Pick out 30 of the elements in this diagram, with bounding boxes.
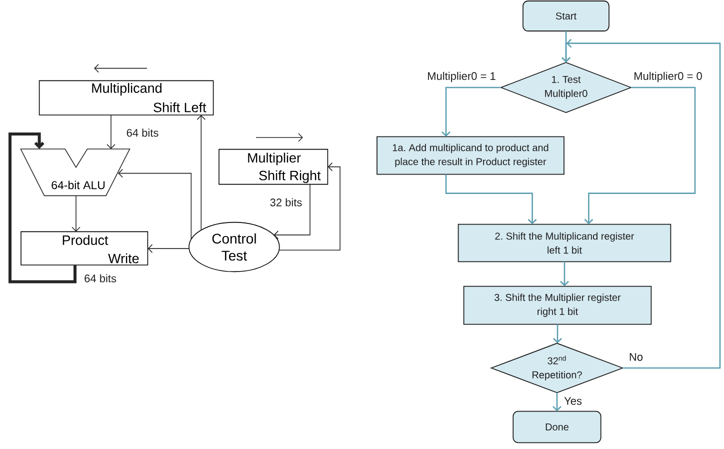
edge-label: No [628,352,644,362]
process-box: 3. Shift the Multiplier register right 1 bit [463,286,652,325]
arrow [72,195,80,232]
arrow [278,162,340,251]
arrow [562,38,721,369]
edge-label: 32 bits [268,197,304,208]
arrow [584,86,696,224]
arrow [148,244,190,253]
arrow [442,86,501,137]
terminal-box: Start [522,0,610,32]
process-box: 1a. Add multiplicand to product and place the result in Product register [376,136,564,175]
edge-label: Multiplier0 = 1 [426,70,497,84]
register-box: Multiplier Shift Right [218,148,328,185]
edge-label: 64 bits [83,273,118,284]
arrow [445,174,537,224]
arrow [196,115,206,231]
arrow [274,184,310,240]
edge-label: Yes [563,396,583,406]
process-box: 2. Shift the Multiplicand register left 1 bit [458,224,672,262]
arrow [106,114,116,149]
arrow [552,392,562,412]
arrow [118,168,192,240]
register-box: Product Write [20,231,148,266]
arrow [560,262,569,286]
terminal-box: Done [512,410,602,444]
edge-label: 64 bits [125,128,160,138]
register-box: Multiplicand Shift Left [38,80,214,116]
arrow [8,132,76,284]
arrow [553,324,562,344]
edge-label: Multiplier0 = 0 [632,70,704,84]
